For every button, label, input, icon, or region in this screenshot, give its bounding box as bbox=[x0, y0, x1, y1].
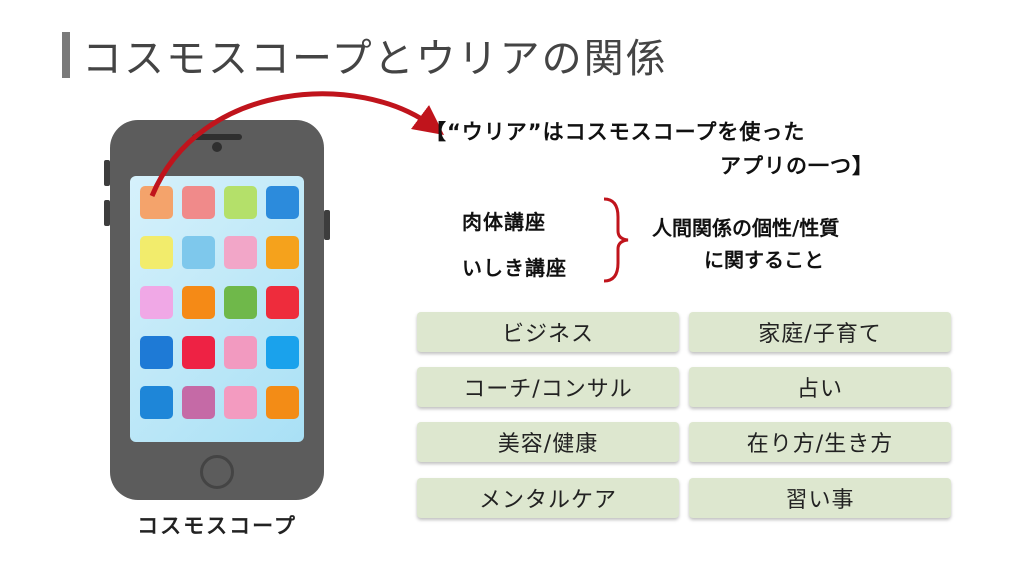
app-icon bbox=[182, 286, 215, 319]
smartphone-illustration bbox=[104, 120, 330, 500]
category-box: ビジネス bbox=[417, 312, 679, 352]
app-icon bbox=[266, 386, 299, 419]
app-icon bbox=[140, 386, 173, 419]
category-box: 美容/健康 bbox=[417, 422, 679, 462]
app-icon bbox=[224, 386, 257, 419]
app-icon bbox=[140, 336, 173, 369]
category-box: 占い bbox=[689, 367, 951, 407]
title-accent-bar bbox=[62, 32, 70, 78]
category-box: 習い事 bbox=[689, 478, 951, 518]
app-icon bbox=[182, 386, 215, 419]
phone-speaker bbox=[192, 134, 242, 140]
app-icon bbox=[224, 186, 257, 219]
app-icon bbox=[182, 186, 215, 219]
phone-camera bbox=[212, 142, 222, 152]
app-icon bbox=[224, 286, 257, 319]
app-icon bbox=[266, 336, 299, 369]
quote-line-1: 【“ウリア”はコスモスコープを使った bbox=[425, 120, 806, 144]
category-box: コーチ/コンサル bbox=[417, 367, 679, 407]
home-button bbox=[200, 455, 234, 489]
category-box: メンタルケア bbox=[417, 478, 679, 518]
course-label: 肉体講座 bbox=[462, 210, 546, 234]
phone-caption: コスモスコープ bbox=[137, 514, 297, 538]
category-box: 在り方/生き方 bbox=[689, 422, 951, 462]
app-icon bbox=[182, 236, 215, 269]
phone-side-button bbox=[324, 210, 330, 240]
app-icon bbox=[140, 286, 173, 319]
right-brace-icon bbox=[603, 197, 629, 283]
app-icon bbox=[266, 186, 299, 219]
app-icon bbox=[266, 286, 299, 319]
category-box: 家庭/子育て bbox=[689, 312, 951, 352]
relation-line-1: 人間関係の個性/性質 bbox=[652, 216, 840, 240]
course-label: いしき講座 bbox=[462, 256, 567, 280]
app-icon bbox=[140, 236, 173, 269]
app-icon bbox=[266, 236, 299, 269]
phone-side-button bbox=[104, 160, 110, 186]
phone-screen bbox=[130, 176, 304, 442]
quote-line-2: アプリの一つ】 bbox=[720, 154, 874, 178]
app-icon bbox=[224, 336, 257, 369]
page-title: コスモスコープとウリアの関係 bbox=[82, 36, 668, 82]
relation-line-2: に関すること bbox=[704, 248, 824, 272]
app-icon bbox=[224, 236, 257, 269]
app-icon-grid bbox=[140, 186, 299, 419]
phone-side-button bbox=[104, 200, 110, 226]
app-icon bbox=[182, 336, 215, 369]
